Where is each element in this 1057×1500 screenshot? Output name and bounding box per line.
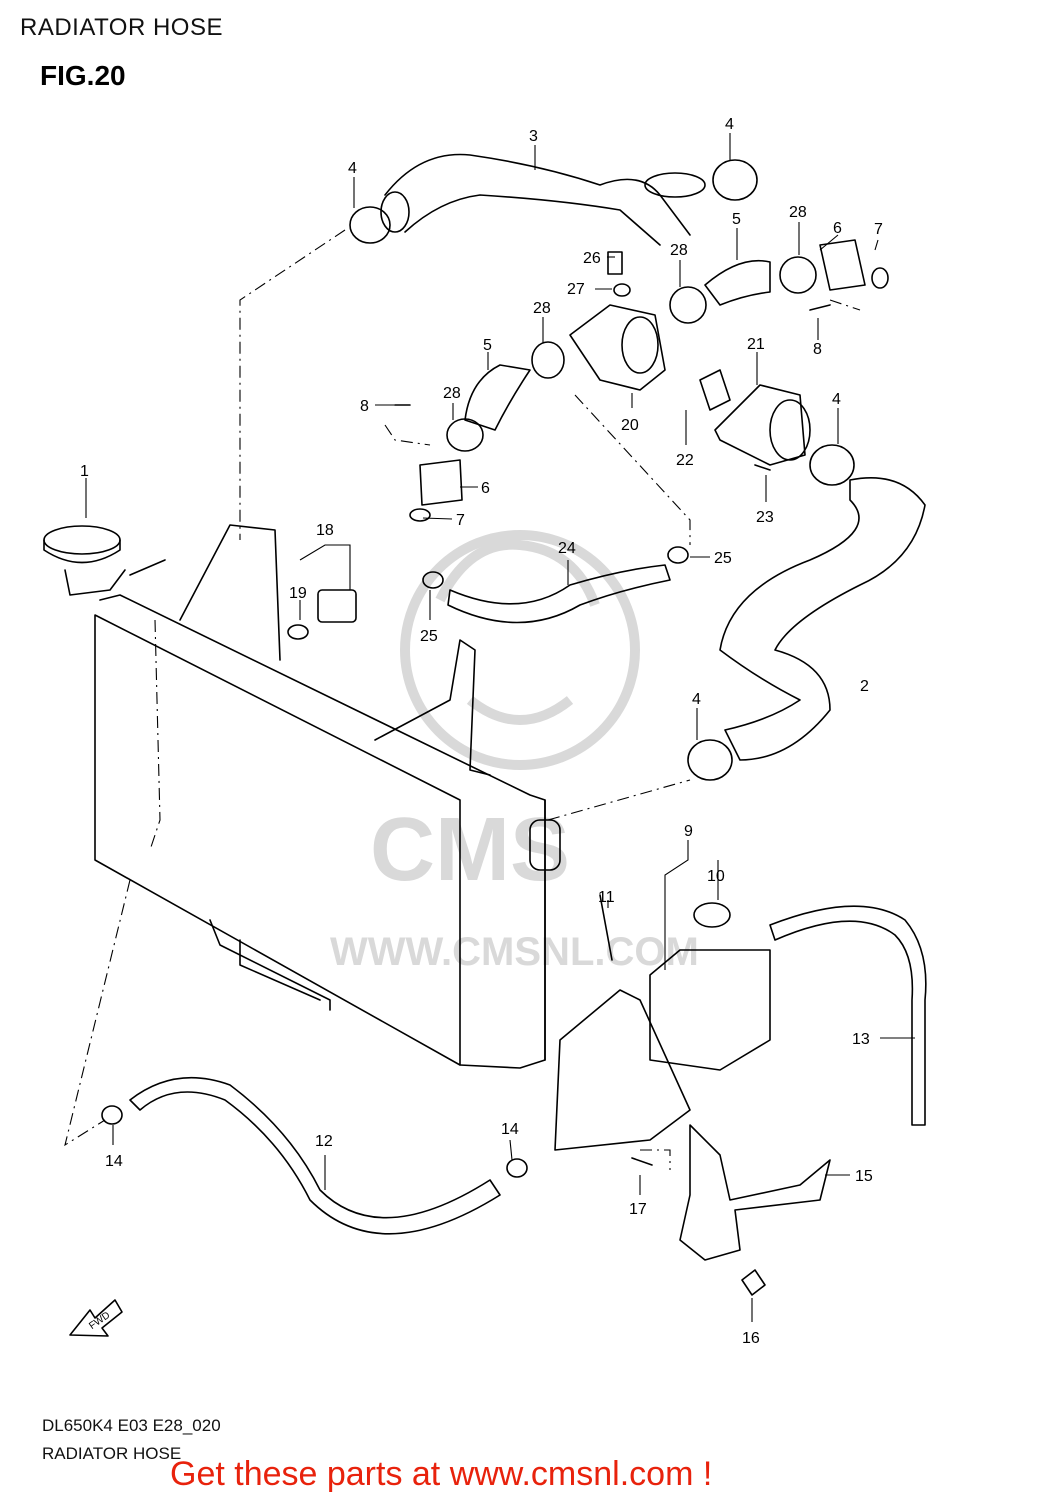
clamp-28a [779,256,817,294]
callout-4a: 4 [348,160,357,177]
hose-24 [447,564,671,624]
fwd-arrow: FWD [69,1299,123,1337]
bolt-11 [599,894,613,961]
hose-12 [129,1076,501,1235]
callout-20: 20 [621,417,639,434]
leader-lines [85,133,915,1322]
callout-28a: 28 [789,204,807,221]
clamp-25a [422,571,444,589]
clamp-28b [669,286,707,324]
diagram-name: RADIATOR HOSE [42,1444,182,1463]
callout-8a: 8 [813,341,822,358]
callout-12: 12 [315,1133,333,1150]
callout-6b: 6 [481,480,490,497]
callout-13: 13 [852,1031,870,1048]
callout-11: 11 [598,889,615,906]
callout-21: 21 [747,336,765,353]
radiator [94,524,561,1069]
radiator-cap [43,525,166,596]
callout-5a: 5 [732,211,741,228]
callout-6a: 6 [833,220,842,237]
reservoir-tank [554,894,771,1151]
callout-2: 2 [860,678,869,695]
bolt-8a [809,304,831,311]
clamp-28d [446,418,484,452]
callout-28b: 28 [670,242,688,259]
callout-25b: 25 [714,550,732,567]
bracket-15 [631,1124,831,1296]
callout-19: 19 [289,585,307,602]
cms-watermark: CMS WWW.CMSNL.COM [330,530,699,974]
callout-3: 3 [529,128,538,145]
callout-5b: 5 [483,337,492,354]
clamp-4c [809,444,855,486]
diagram-code: DL650K4 E03 E28_020 [42,1416,221,1435]
temp-sensor [287,589,357,640]
fitting-6a [819,239,866,291]
callout-7b: 7 [456,512,465,529]
callout-10: 10 [707,868,725,885]
callout-9: 9 [684,823,693,840]
fitting-6b [419,459,463,506]
callout-16: 16 [742,1330,760,1347]
clamp-28c [531,341,565,379]
hose-5b [464,364,531,431]
clamp-14a [101,1105,123,1125]
clamp-4d [687,739,733,781]
callout-14a: 14 [105,1153,123,1170]
bolt-17 [631,1157,653,1166]
callout-14b: 14 [501,1121,519,1138]
callout-25a: 25 [420,628,438,645]
callout-labels: 1 2 3 4 4 4 4 5 5 6 6 7 7 8 8 9 10 11 12… [80,116,883,1347]
callout-15: 15 [855,1168,873,1185]
watermark-brand: CMS [370,800,570,900]
clamp-4b [712,159,758,201]
callout-28c: 28 [533,300,551,317]
thermostat-housing [569,251,811,471]
callout-8b: 8 [360,398,369,415]
callout-4d: 4 [692,691,701,708]
parts-link[interactable]: Get these parts at www.cmsnl.com ! [170,1455,713,1493]
callout-26: 26 [583,250,601,267]
bolt-23 [754,464,771,471]
callout-7a: 7 [874,221,883,238]
routing-lines [64,229,861,1170]
hose-3 [380,153,706,246]
callout-1: 1 [80,463,89,480]
clamp-25b [667,546,689,564]
reservoir-cap-10 [693,902,731,928]
watermark-url: WWW.CMSNL.COM [330,930,699,974]
callout-24: 24 [558,540,576,557]
clamp-4a [349,206,391,244]
sensor-26 [607,251,623,275]
callout-28d: 28 [443,385,461,402]
bolt-16 [741,1269,766,1296]
callout-22: 22 [676,452,694,469]
hose-5a [704,259,771,306]
callout-27: 27 [567,281,585,298]
callout-23: 23 [756,509,774,526]
hose-13 [769,905,927,1126]
callout-4b: 4 [725,116,734,133]
callout-17: 17 [629,1201,647,1218]
o-ring-7a [871,267,889,289]
hose-2 [719,477,926,761]
figure-label: FIG.20 [40,60,126,91]
callout-18: 18 [316,522,334,539]
fwd-label: FWD [87,1310,112,1332]
callout-4c: 4 [832,391,841,408]
page-title: RADIATOR HOSE [20,14,223,41]
o-ring-27 [613,283,631,297]
o-ring-7b [409,508,431,522]
clamp-14b [506,1158,528,1178]
